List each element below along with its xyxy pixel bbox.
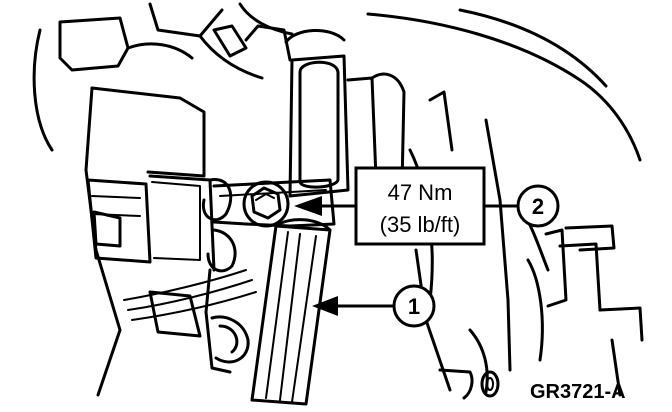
figure-code: GR3721-A [480, 370, 626, 403]
torque-value-metric: 47 Nm [388, 180, 453, 205]
callout-2-label: 2 [532, 194, 544, 219]
torque-arrow-head [294, 196, 322, 216]
callout-2-circle [516, 184, 560, 228]
callout-1: 1 [312, 284, 436, 328]
torque-callout: 47 Nm (35 lb/ft) [294, 166, 486, 246]
torque-spec-box [354, 166, 486, 246]
long-bar-tool [250, 218, 332, 406]
hex-bolt [242, 180, 290, 228]
figure-code-label: GR3721-A [530, 381, 626, 403]
engine-background-artwork [32, 2, 644, 400]
callout-1-label: 1 [408, 294, 420, 319]
callout-2: 2 [482, 184, 560, 228]
torque-value-imperial: (35 lb/ft) [380, 212, 461, 237]
callout-1-arrow-head [312, 296, 338, 316]
callout-1-circle [392, 284, 436, 328]
